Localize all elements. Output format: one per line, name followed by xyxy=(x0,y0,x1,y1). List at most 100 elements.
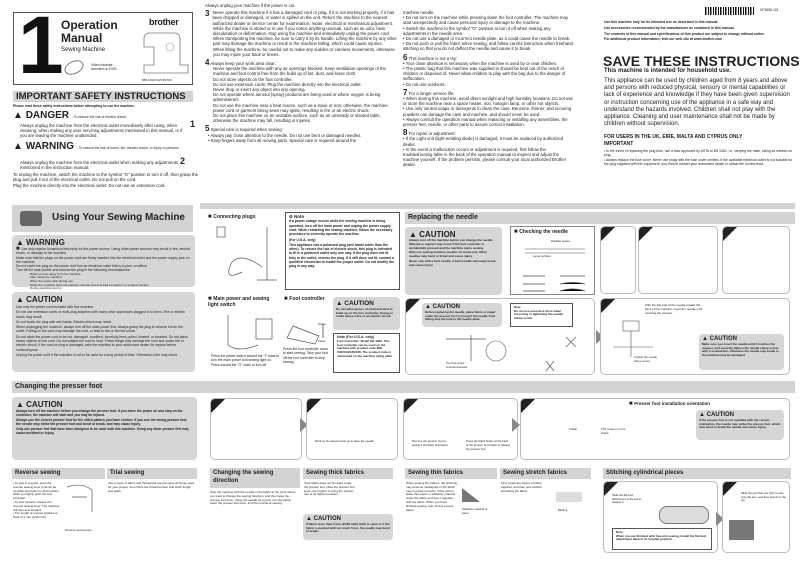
stretch-fabrics-text: First, baste the pieces of fabric togeth… xyxy=(501,481,542,493)
warning-title: WARNING xyxy=(26,238,65,247)
right-notices: Use this machine only for its intended u… xyxy=(604,20,794,42)
list-item: In the event a malfunction occurs or adj… xyxy=(403,147,573,168)
foot-controller-text: Press the foot controller down to start … xyxy=(283,347,328,364)
list-item: Switch the machine to the symbol "O" pos… xyxy=(403,26,573,36)
item-number-5: 5 xyxy=(205,124,210,134)
list-item: Use only regular household electricity f… xyxy=(16,247,191,256)
needle-caution-box: ▲ CAUTION Always turn off the machine be… xyxy=(405,227,502,295)
list-item: Only use sewing machine needles for home… xyxy=(409,250,488,259)
needle-step-2 xyxy=(638,226,718,294)
step2-text: Slide the part that you wish to sew onto… xyxy=(741,491,786,502)
chapter-tab-icon xyxy=(20,211,42,226)
caution-text: Do not allow pieces of cloth and dust to… xyxy=(336,307,393,319)
item-3-text: Never operate this machine if it has a d… xyxy=(212,10,395,26)
list-item: Always turn off the machine before you c… xyxy=(16,409,183,418)
item-8-text: For repair or adjustment: xyxy=(408,131,456,137)
thick-fabrics-text: If the fabric does not fit easily under … xyxy=(304,481,355,497)
list-item: Never sew with a bent needle. A bent nee… xyxy=(409,258,496,267)
usa-label: (For U.S.A. only) xyxy=(289,238,316,243)
danger-text: Always unplug the machine from the elect… xyxy=(20,123,183,139)
cover-title-2: Manual xyxy=(61,31,103,45)
presser-caution-box: ▲ CAUTION Always turn off the machine be… xyxy=(12,397,197,460)
list-item: During electrical storms xyxy=(30,286,62,291)
needle-clamp-illustration xyxy=(446,335,577,372)
note-text: This appliance has a polarized plug (one… xyxy=(289,242,395,269)
list-item: Do not operate where aerosol (spray) pro… xyxy=(213,92,381,103)
notice-line: For additional product information, visi… xyxy=(604,37,723,42)
snaps-label: This snaps in to the shank. xyxy=(601,427,626,435)
needle-insert-illustration xyxy=(613,320,653,357)
stretch-fabrics-header: Sewing stretch fabrics xyxy=(500,468,591,479)
list-item: Unplug the power cord if the machine is … xyxy=(16,352,178,357)
foot-caution-box: ▲ CAUTION Do not allow pieces of cloth a… xyxy=(333,297,400,330)
cover-box: 1 Operation Manual Sewing Machine Video … xyxy=(13,5,193,87)
plug-text: Plug the machine directly into the elect… xyxy=(13,183,166,188)
using-title: Using Your Sewing Machine xyxy=(52,212,185,223)
plugs-note-box: ⊘ Note If a power outage occurs while th… xyxy=(285,212,400,290)
faster-label: Faster xyxy=(318,340,326,343)
note-title: Note xyxy=(616,530,623,534)
caution-title: ▲ CAUTION xyxy=(425,304,460,310)
item-number-1: 1 xyxy=(190,119,196,129)
item-7-text: For a longer service life: xyxy=(408,90,455,96)
list-item: Always consult the operation manual when… xyxy=(403,117,573,127)
thick-fabrics-header: Sewing thick fabrics xyxy=(303,468,393,479)
list-item: Use only neutral soaps or detergents to … xyxy=(403,106,573,116)
middle-column: Always unplug your machine if the power … xyxy=(205,3,400,143)
item-number-2: 2 xyxy=(180,156,186,166)
list-item: Never operate the machine with any air o… xyxy=(213,66,386,77)
caution-label: CAUTION xyxy=(313,516,341,522)
step-arrow-icon xyxy=(300,418,308,432)
caution-label: CAUTION xyxy=(419,230,456,239)
item-number-8: 8 xyxy=(403,128,408,138)
caution-title: ▲ CAUTION xyxy=(702,336,737,342)
caution-label: CAUTION xyxy=(709,336,737,342)
list-item: Always replace the fuse cover. Never use… xyxy=(604,158,796,167)
list-item: Do not use outdoors. xyxy=(403,82,573,87)
foot-note-box: Note (For U.S.A. only) Foot Controller: … xyxy=(333,333,400,373)
power-switch-title: Main power and sewing light switch xyxy=(208,296,280,308)
list-item: Only use presser feet that have been des… xyxy=(16,427,189,436)
list-item: When you are away from the machine xyxy=(30,271,81,276)
step4-note: Note Do not use excessive force when loo… xyxy=(510,303,573,327)
item-6-text: This machine is not a toy: xyxy=(408,55,458,61)
thin-fabrics-header: Sewing thin fabrics xyxy=(405,468,497,479)
reverse-sewing-header: Reverse sewing xyxy=(12,468,105,479)
item-5-text: Special care is required when sewing: xyxy=(210,127,283,133)
item-3c-text: When transporting the machine, be sure t… xyxy=(213,36,397,47)
note-title: Note xyxy=(514,305,521,309)
cover-subtitle: Sewing Machine xyxy=(61,47,106,53)
note-text: Do not use excessive force when loosenin… xyxy=(514,308,564,321)
caution-label: CAUTION xyxy=(706,412,734,418)
connecting-plugs-title: Connecting plugs xyxy=(208,214,255,220)
manual-number: 1 xyxy=(18,0,64,91)
needle-step-4: ▲ CAUTION Before replacing the needle, p… xyxy=(405,298,595,375)
section-band xyxy=(200,203,795,209)
item-number-6: 6 xyxy=(403,52,408,62)
presser-step-3: Remove the presser foot by pulling it ve… xyxy=(403,398,518,460)
presser-step-4: Presser foot installation orientation Sh… xyxy=(520,398,790,460)
list-item: Do not push or pull the fabric when sewi… xyxy=(403,41,573,51)
list-item: Do not insert the plug on the power cord… xyxy=(16,264,148,269)
remove-foot-text: Remove the presser foot by pulling it ve… xyxy=(412,439,449,447)
list-item: Do not use extension cords or multi-plug… xyxy=(16,310,186,319)
important-heading: IMPORTANT xyxy=(604,141,634,147)
warning-heading: ▲ WARNING - To reduce the risk of burns,… xyxy=(13,141,180,152)
list-item: The plastic bag that this machine was su… xyxy=(403,66,573,82)
note-text: When you are finished with free-arm sewi… xyxy=(616,533,706,542)
trial-sewing-header: Trial sewing xyxy=(107,468,197,479)
unplug-text: To unplug the machine, switch the machin… xyxy=(13,172,198,183)
thick-caution-box: ▲ CAUTION If fabric more than 6 mm (15/6… xyxy=(303,514,393,540)
caution-title: ▲ CAUTION xyxy=(699,412,734,418)
shank-label: Shank xyxy=(569,427,577,431)
list-item: When storing this machine, avoid direct … xyxy=(403,96,573,106)
list-item: Make sure that the plugs on the power co… xyxy=(16,255,190,264)
basting-illustration xyxy=(556,492,582,502)
insert-needle-text: With the flat side of the needle toward … xyxy=(645,303,703,315)
sewing-direction-text: Stop the machine with the needle in the … xyxy=(210,490,296,506)
list-item: Do not place this machine on an unstable… xyxy=(213,113,381,124)
middle-column-2: machine needle. Do not turn on the machi… xyxy=(403,10,573,168)
caution-box-title: ▲ CAUTION xyxy=(16,295,63,304)
safety-title: IMPORTANT SAFETY INSTRUCTIONS xyxy=(13,91,193,102)
list-item: Do not use the machine near a heat sourc… xyxy=(213,102,389,113)
